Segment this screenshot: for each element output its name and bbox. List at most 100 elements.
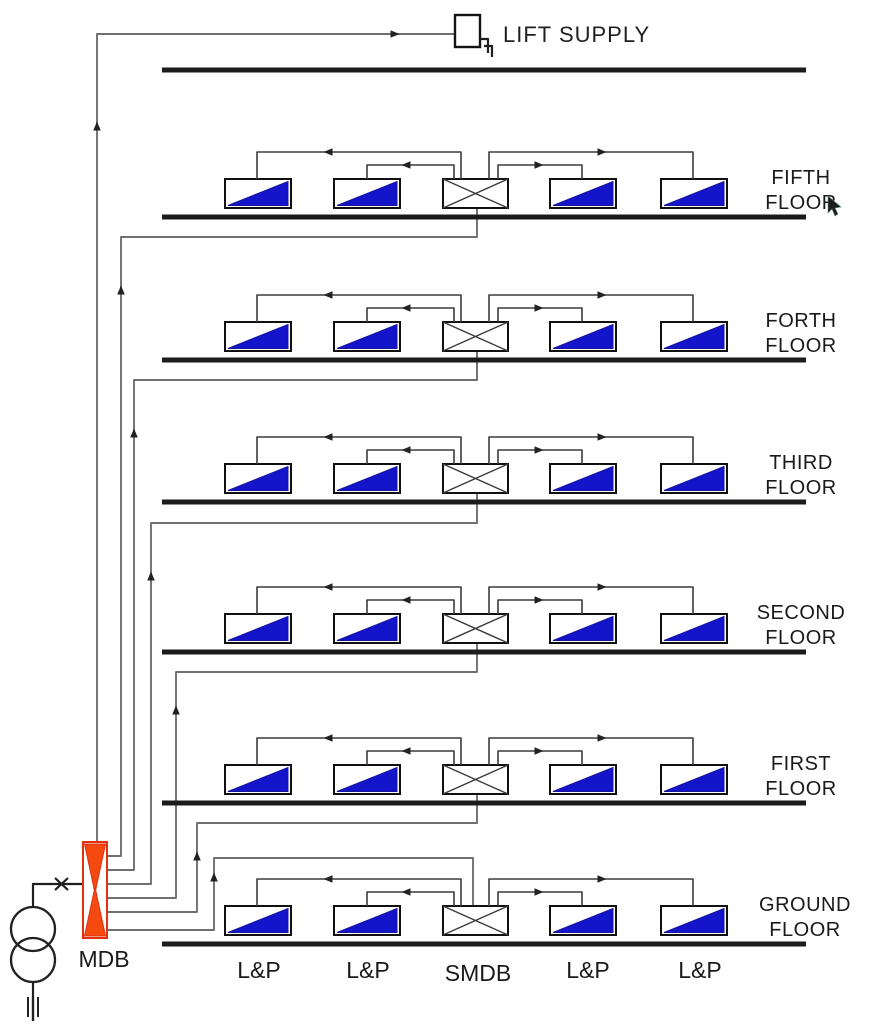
left-arrow-icon [401,596,411,604]
smdb-to-board-line [497,750,583,765]
lp-board-icon [224,764,292,795]
left-arrow-icon [323,875,333,883]
fifth-floor-feed-line [107,208,478,857]
lift-switch-hook-icon [484,44,494,57]
third-floor-feed-line [107,493,478,885]
right-arrow-icon [534,596,544,604]
lp-board-icon [549,613,617,644]
double-circle-transformer-icon [9,905,57,984]
smdb-to-board-line [256,878,462,906]
smdb-to-board-line [488,436,694,464]
lp-board-icon [333,321,401,352]
lp-board-icon [549,178,617,209]
smdb-to-board-line [497,891,583,906]
up-arrow-icon [193,851,201,861]
smdb-to-board-line [497,599,583,614]
lp-board-icon [660,613,728,644]
lp-board-icon [333,178,401,209]
smdb-to-board-line [497,449,583,464]
lp-board-icon [549,764,617,795]
lp-board-icon [224,905,292,936]
right-arrow-icon [597,291,607,299]
lp-board-icon [660,764,728,795]
smdb-box-icon [442,178,509,209]
board-label: L&P [678,957,721,983]
mouse-cursor-icon [827,195,842,217]
up-arrow-icon [210,872,218,882]
right-arrow-icon [390,30,400,38]
up-arrow-icon [172,705,180,715]
board-label: SMDB [445,960,511,986]
left-arrow-icon [401,888,411,896]
up-arrow-icon [117,285,125,295]
lp-board-icon [333,905,401,936]
smdb-to-board-line [256,737,462,765]
lp-board-icon [660,905,728,936]
left-arrow-icon [323,148,333,156]
left-arrow-icon [323,433,333,441]
board-label: L&P [346,957,389,983]
up-arrow-icon [147,571,155,581]
lp-board-icon [660,463,728,494]
smdb-to-board-line [497,307,583,322]
lp-board-icon [333,613,401,644]
mdb-label: MDB [78,946,129,972]
up-arrow-icon [130,428,138,438]
smdb-to-board-line [366,164,455,179]
smdb-to-board-line [256,436,462,464]
lp-board-icon [549,905,617,936]
x-fuse-icon [54,877,69,891]
smdb-to-board-line [366,750,455,765]
right-arrow-icon [534,161,544,169]
right-arrow-icon [534,304,544,312]
lift-supply-feed-line [96,33,455,842]
smdb-box-icon [442,613,509,644]
smdb-to-board-line [256,151,462,179]
smdb-to-board-line [256,586,462,614]
lp-board-icon [549,463,617,494]
smdb-box-icon [442,463,509,494]
lift-supply-unit: LIFT SUPPLY [453,13,650,57]
lift-supply-label: LIFT SUPPLY [503,22,650,47]
mdb-hourglass-icon [82,841,108,939]
right-arrow-icon [597,148,607,156]
lp-board-icon [549,321,617,352]
smdb-to-board-line [366,891,455,906]
left-arrow-icon [401,161,411,169]
smdb-to-board-line [256,294,462,322]
smdb-to-board-line [497,164,583,179]
smdb-box-icon [442,764,509,795]
lp-board-icon [224,613,292,644]
lift-switch-box-icon [453,13,482,49]
left-arrow-icon [323,291,333,299]
lp-board-icon [333,764,401,795]
smdb-to-board-line [366,449,455,464]
first-floor-feed-line [107,794,478,913]
ground-floor-feed-line [107,857,474,931]
smdb-box-icon [442,321,509,352]
smdb-to-board-line [488,294,694,322]
smdb-to-board-line [366,599,455,614]
right-arrow-icon [534,446,544,454]
right-arrow-icon [534,888,544,896]
lp-board-icon [333,463,401,494]
smdb-to-board-line [488,878,694,906]
up-arrow-icon [93,121,101,131]
lift-switch-hook-icon [480,37,490,53]
right-arrow-icon [597,433,607,441]
lp-board-icon [660,178,728,209]
left-arrow-icon [401,747,411,755]
smdb-to-board-line [488,586,694,614]
ground-board-labels: L&P L&P SMDB L&P L&P [237,957,721,986]
second-floor-feed-line [107,643,478,899]
